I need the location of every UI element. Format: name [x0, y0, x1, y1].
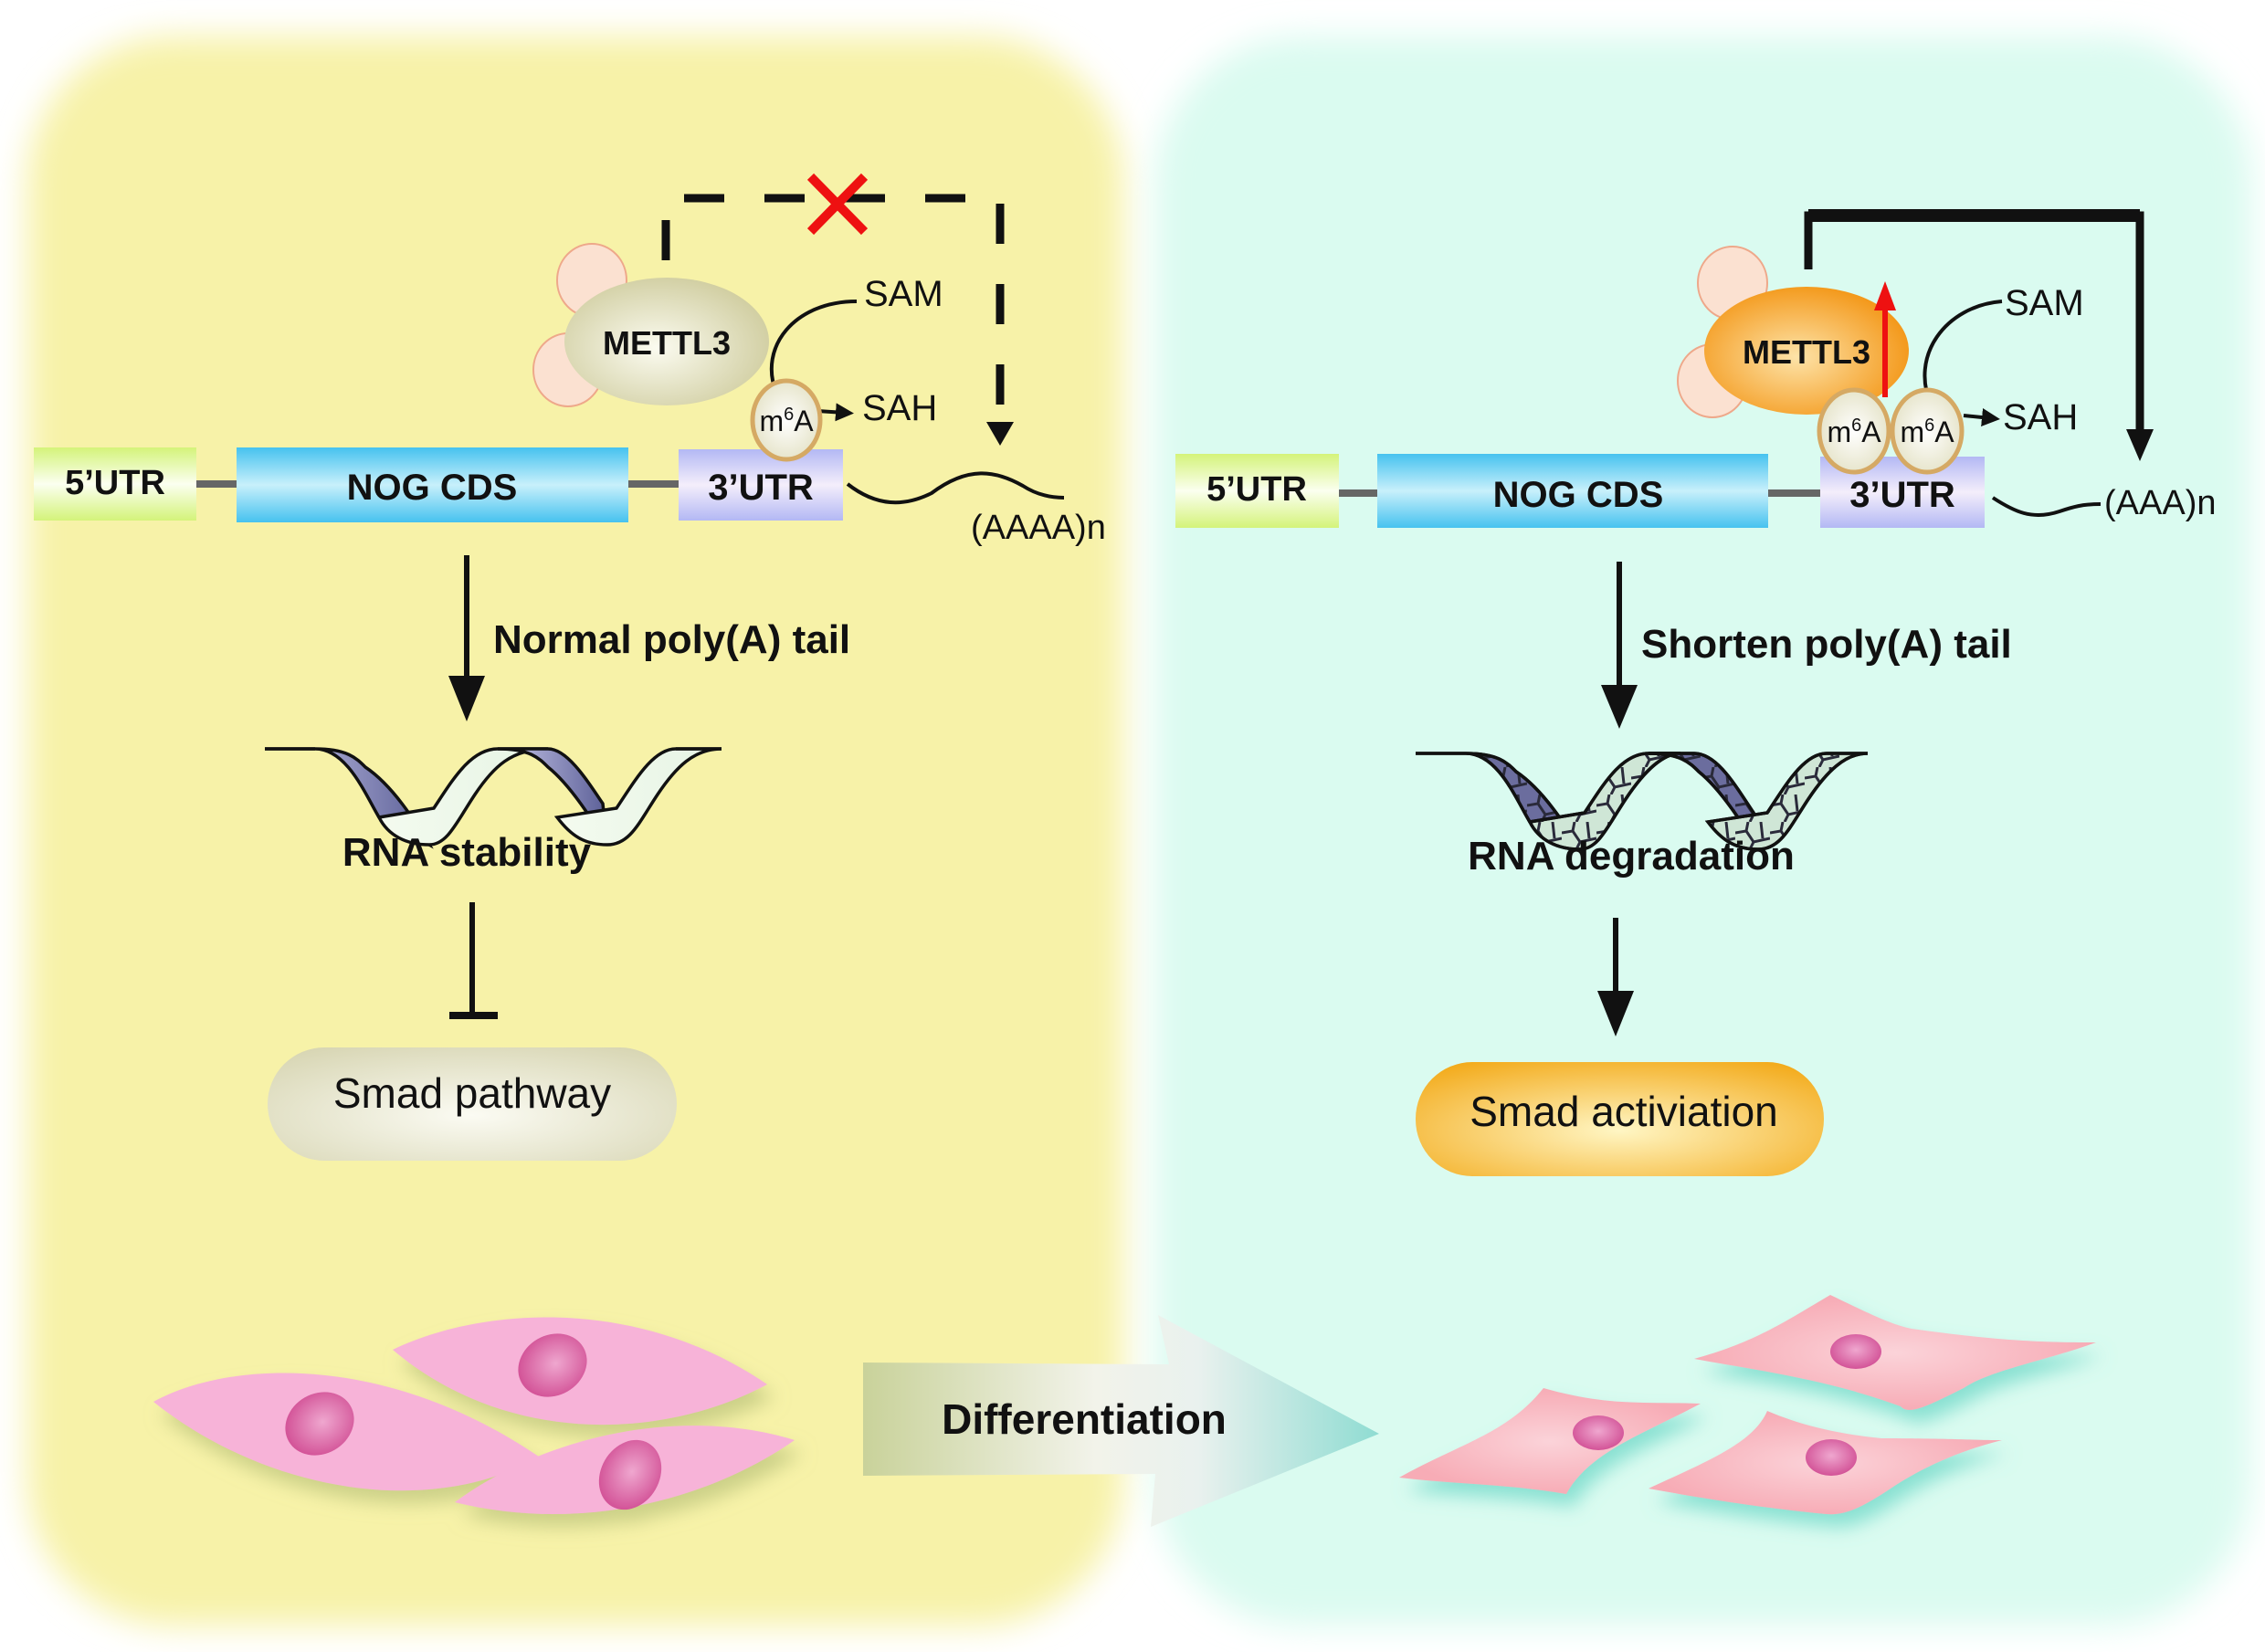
stable-rna-ribbon-icon [265, 747, 722, 849]
right-panel-background [1155, 37, 2251, 1626]
cds-box [237, 447, 628, 522]
smad-activation-node: Smad activiation [1416, 1062, 1824, 1176]
sam-label: SAM [2005, 283, 2084, 323]
upregulation-arrowhead-icon [1874, 281, 1896, 310]
mettl3-enzyme [1704, 287, 1909, 415]
right-process-arrowhead-icon [1601, 685, 1638, 729]
svg-text:m6A: m6A [1900, 416, 1954, 448]
utr5-box [1175, 454, 1339, 528]
utr3-label: 3’UTR [708, 468, 814, 508]
left-arrow-label: Normal poly(A) tail [493, 617, 850, 662]
smad-pathway-node: Smad pathway [268, 1047, 677, 1161]
sah-label: SAH [862, 388, 937, 428]
mettl3-label: METTL3 [1743, 333, 1870, 371]
mettl3-label: METTL3 [603, 324, 731, 362]
utr5-box [34, 447, 196, 521]
polygonal-cell [1694, 1295, 2096, 1410]
left-mrna: 5’UTR NOG CDS 3’UTR (AAAA)n [34, 447, 1106, 547]
right-arrow-label: Shorten poly(A) tail [1641, 622, 2012, 667]
m6a-mark: m6A [750, 378, 823, 462]
poly-a-tail [846, 471, 1065, 505]
spindle-cell [455, 1426, 795, 1515]
utr5-label: 5’UTR [1206, 470, 1307, 509]
polygonal-cell [1399, 1388, 1701, 1494]
undifferentiated-cells [153, 1317, 795, 1515]
differentiation-arrow: Differentiation [863, 1315, 1379, 1527]
cds-label: NOG CDS [347, 468, 518, 508]
utr5-label: 5’UTR [65, 464, 165, 502]
differentiation-label: Differentiation [942, 1395, 1227, 1443]
left-panel: METTL3 SAM SAH 5’UTR NOG CDS 3’UTR (AAAA… [34, 173, 1106, 1515]
differentiated-cells [1399, 1295, 2096, 1515]
utr3-box [679, 449, 843, 521]
mettl3-enzyme [564, 278, 769, 405]
poly-a-label: (AAA)n [2104, 484, 2216, 522]
rna-degradation-label: RNA degradation [1468, 834, 1795, 879]
poly-a-label: (AAAA)n [971, 509, 1106, 547]
spindle-cell [393, 1317, 767, 1426]
rna-stability-label: RNA stability [342, 830, 592, 875]
m6a-mark: m6A [1817, 387, 1891, 475]
inhibit-x-icon [806, 173, 869, 236]
cds-label: NOG CDS [1493, 475, 1664, 515]
sah-label: SAH [2003, 397, 2078, 437]
svg-text:m6A: m6A [759, 405, 814, 437]
left-feedback-arrowhead-icon [986, 422, 1014, 446]
right-feedback-arrowhead-icon [2126, 429, 2154, 461]
cds-box [1377, 454, 1768, 528]
m6a-mark: m6A [1890, 387, 1965, 475]
poly-a-tail-short [1991, 496, 2102, 518]
spindle-cell [153, 1373, 539, 1491]
sam-sah-reaction-curve [770, 300, 858, 394]
smad-activation-label: Smad activiation [1470, 1088, 1778, 1135]
right-panel: METTL3 SAM SAH 5’UTR NOG CDS 3’UTR (AAA)… [1175, 209, 2216, 1515]
left-feedback-loop-dashed [661, 194, 1005, 416]
left-process-arrowhead-icon [448, 676, 485, 721]
sah-arrow [816, 403, 854, 422]
utr3-label: 3’UTR [1849, 475, 1955, 515]
right-mettl3-complex: METTL3 [1677, 246, 1909, 418]
sam-label: SAM [864, 274, 943, 314]
left-mettl3-complex: METTL3 [532, 243, 769, 407]
degraded-rna-ribbon-icon [1416, 752, 1869, 854]
svg-text:m6A: m6A [1827, 416, 1881, 448]
sah-arrow [1963, 408, 2000, 426]
smad-pathway-label: Smad pathway [333, 1069, 611, 1117]
activation-arrowhead-icon [1597, 991, 1634, 1036]
polygonal-cell [1649, 1411, 2002, 1515]
